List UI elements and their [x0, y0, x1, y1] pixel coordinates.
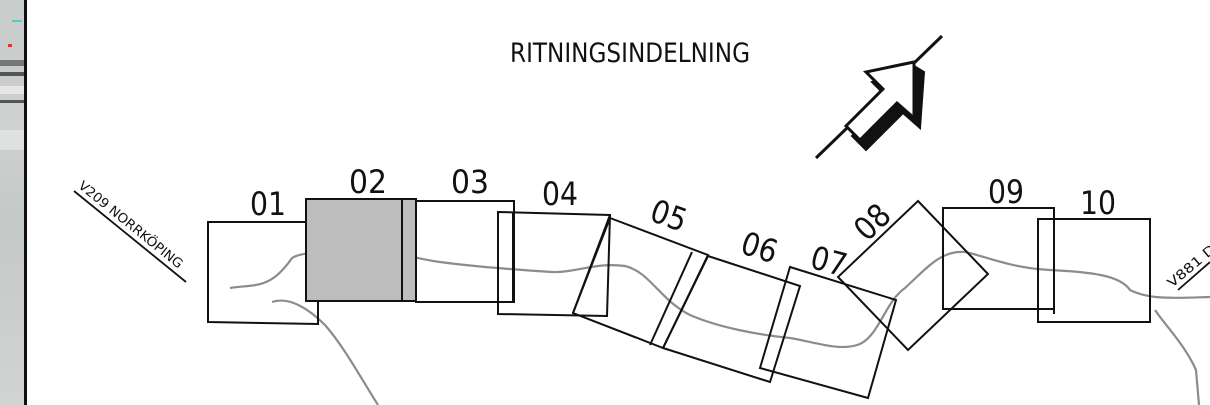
north-arrow-icon	[814, 34, 944, 160]
road-start-label-group: V209 NORRKÖPING	[73, 177, 187, 283]
sheet-frame-05	[571, 216, 710, 350]
sheet-frame-08	[836, 199, 990, 352]
road-start-label: V209 NORRKÖPING	[75, 177, 187, 272]
sheet-label-04: 04	[542, 175, 578, 213]
sheet-frame-10	[1037, 218, 1151, 323]
sheet-label-10: 10	[1080, 184, 1116, 222]
sheet-label-03: 03	[451, 163, 489, 201]
map-thumbnail-strip	[0, 0, 27, 405]
sheet-frame-03	[415, 200, 515, 303]
sheet-label-09: 09	[988, 173, 1024, 211]
sheet-frame-04	[497, 210, 612, 318]
sheet-label-08: 08	[846, 196, 898, 248]
sheet-label-07: 07	[807, 238, 852, 284]
sheet-frames	[207, 198, 1151, 400]
sheet-frame-06	[661, 254, 802, 384]
sheet-frame-01	[207, 221, 319, 326]
road-end-label-group: V881 D	[1165, 242, 1210, 291]
road-end-label: V881 D	[1165, 242, 1210, 291]
sheet-frame-07	[758, 265, 898, 400]
sheet-label-05: 05	[645, 192, 692, 240]
sheet-label-01: 01	[250, 185, 286, 223]
drawing-title: RITNINGSINDELNING	[510, 38, 750, 69]
sheet-label-02: 02	[349, 163, 387, 201]
sheet-frame-02	[305, 198, 417, 302]
sheet-label-06: 06	[736, 224, 782, 271]
